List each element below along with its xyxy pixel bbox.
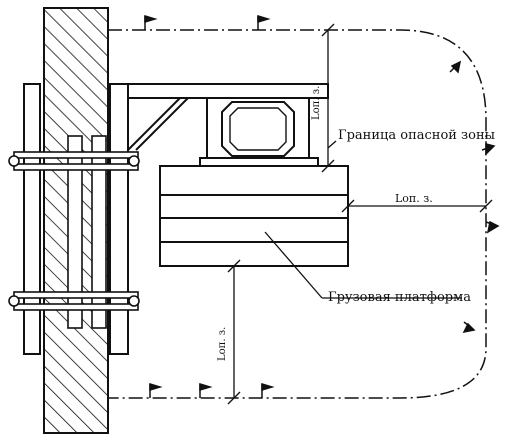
danger-zone-boundary-label: Граница опасной зоны	[338, 128, 495, 143]
dimension-lop-horizontal	[341, 199, 493, 213]
lop-horizontal-label: Lоп. з.	[395, 192, 433, 205]
bolt-bar-upper	[13, 151, 139, 171]
carriage	[199, 97, 319, 167]
leader-lines	[264, 140, 462, 299]
left-clamp-plate	[23, 83, 41, 355]
danger-zone-boundary	[108, 29, 487, 399]
cargo-platform	[159, 165, 349, 267]
boundary-flag-icon	[144, 14, 500, 398]
right-clamp-plate	[109, 83, 129, 355]
bolt-bar-lower	[13, 291, 139, 311]
mast-rails	[67, 135, 107, 329]
lop-vertical-bottom-label: Lоп. з.	[217, 326, 228, 361]
bolt-icon	[8, 155, 140, 307]
dimension-lop-bottom	[227, 259, 241, 405]
cargo-platform-label: Грузовая платформа	[328, 290, 471, 305]
lop-vertical-top-label: Lоп. з.	[311, 85, 322, 120]
dimension-lop-top	[321, 23, 335, 173]
